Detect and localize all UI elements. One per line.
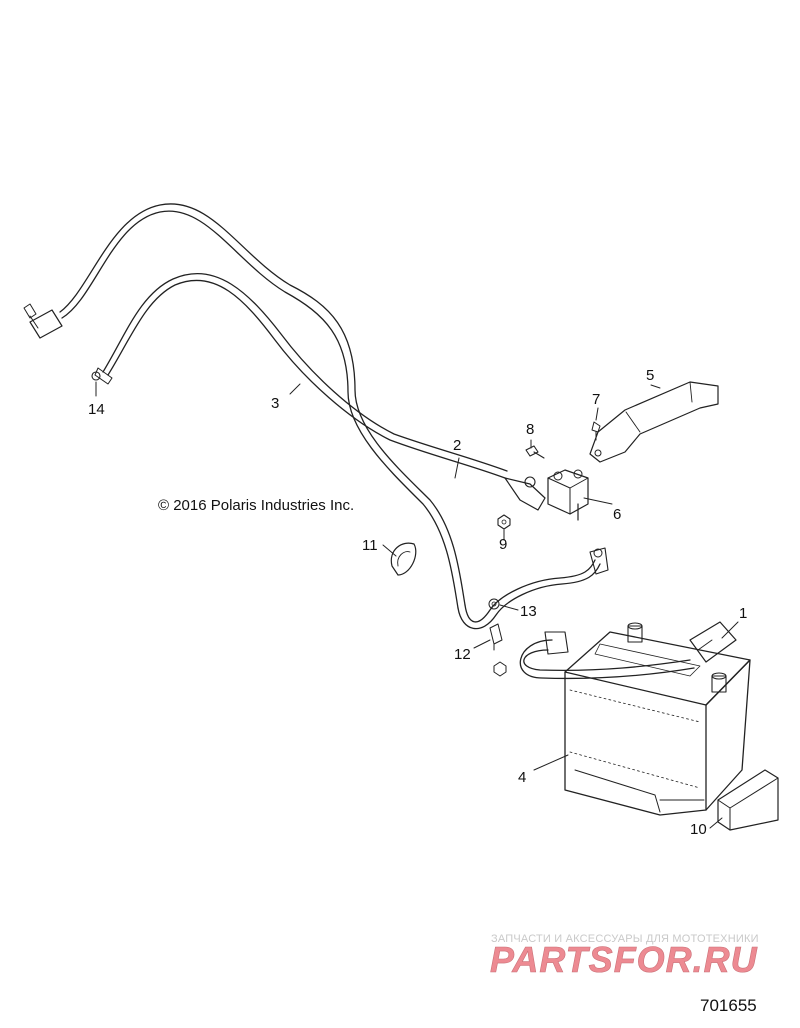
copyright-text: © 2016 Polaris Industries Inc. (158, 497, 355, 514)
callout-6: 6 (613, 506, 621, 523)
cable-battery-lead (457, 547, 609, 630)
leader-lines (95, 381, 739, 829)
callout-11: 11 (362, 537, 378, 554)
bracket (589, 381, 719, 463)
solenoid (547, 469, 589, 521)
cable-3 (23, 203, 466, 609)
callout-12: 12 (454, 646, 471, 663)
callout-2: 2 (453, 437, 461, 454)
svg-text:PARTSFOR.RU: PARTSFOR.RU (490, 939, 758, 980)
cable-2-terminal (504, 476, 546, 511)
callout-10: 10 (690, 821, 707, 838)
strap-11 (390, 542, 417, 576)
watermark-logo: PARTSFOR.RU (490, 939, 758, 981)
battery (564, 622, 751, 816)
callout-9: 9 (499, 536, 507, 553)
nut-9 (497, 514, 511, 530)
cable-14-run (91, 273, 508, 479)
figure-number: 701655 (700, 996, 757, 1015)
callout-1: 1 (739, 605, 747, 622)
watermark-tagline: ЗАПЧАСТИ И АКСЕССУАРЫ ДЛЯ МОТОТЕХНИКИ (491, 933, 759, 945)
callout-7: 7 (592, 391, 600, 408)
callout-5: 5 (646, 367, 654, 384)
battery-pad (717, 769, 779, 831)
bolt-7 (591, 421, 601, 441)
callout-14: 14 (88, 401, 105, 418)
callout-4: 4 (518, 769, 526, 786)
callout-8: 8 (526, 421, 534, 438)
bolt-8 (525, 445, 545, 459)
cable-1 (519, 621, 737, 680)
fitting-12 (489, 623, 507, 677)
callout-13: 13 (520, 603, 537, 620)
callout-3: 3 (271, 395, 279, 412)
